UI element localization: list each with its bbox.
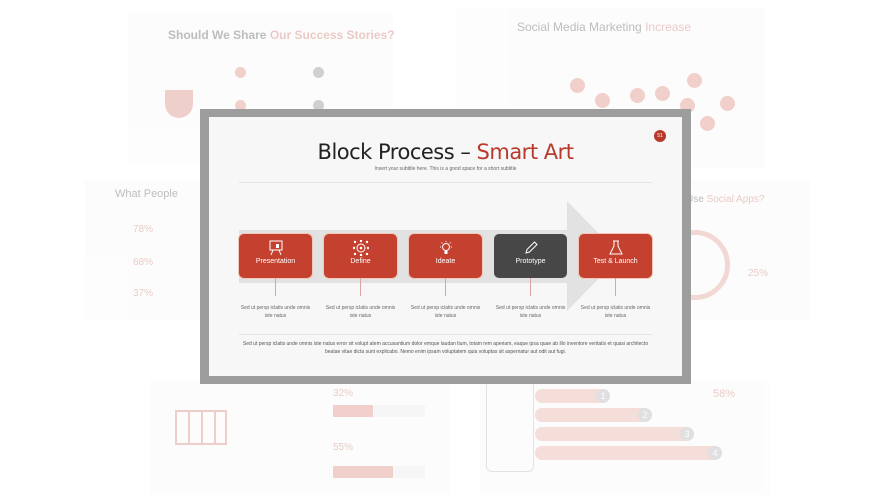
title-text: Block Process –	[317, 140, 471, 164]
network-target-icon	[352, 240, 369, 256]
slide-subtitle: Insert your subtitle here. This is a goo…	[374, 166, 517, 172]
step-ideate[interactable]: Ideate	[409, 234, 482, 278]
connector-line	[615, 278, 616, 296]
stat-people: 58%	[713, 388, 736, 400]
step-caption: Sed ut persp iclatis unde omnis iste nat…	[240, 305, 311, 319]
step-num: 3	[680, 427, 694, 441]
stat-apps: 25%	[748, 268, 769, 279]
step-caption: Sed ut persp iclatis unde omnis iste nat…	[495, 305, 566, 319]
stat-phone: 32%	[333, 388, 354, 399]
step-label: Ideate	[435, 258, 456, 265]
lightbulb-icon	[439, 241, 452, 254]
step-caption: Sed ut persp iclatis unde omnis iste nat…	[325, 305, 396, 319]
title-accent: Smart Art	[476, 140, 574, 164]
stat-facebook: 68%	[133, 257, 154, 268]
step-num: 1	[596, 389, 610, 403]
bg-apps-accent: Social Apps?	[706, 194, 765, 205]
flask-icon	[608, 240, 623, 255]
main-slide: 51 Block Process – Smart Art Insert your…	[209, 117, 682, 376]
bg-slide-what-people: What People 78% 68% 37%	[85, 180, 215, 320]
step-label: Define	[350, 258, 371, 265]
connector-line	[360, 278, 361, 296]
connector-line	[445, 278, 446, 296]
step-test-launch[interactable]: Test & Launch	[579, 234, 652, 278]
divider	[239, 334, 652, 335]
connector-line	[530, 278, 531, 296]
slide-number-badge: 51	[654, 130, 666, 142]
bg-slide-social-apps: Use Social Apps? 25%	[660, 180, 810, 320]
step-caption: Sed ut persp iclatis unde omnis iste nat…	[580, 305, 651, 319]
main-slide-frame[interactable]: 51 Block Process – Smart Art Insert your…	[200, 109, 691, 384]
trophy-icon	[165, 90, 193, 118]
divider	[239, 182, 652, 183]
bg-success-title: Should We Share	[168, 28, 267, 42]
step-presentation[interactable]: Presentation	[239, 234, 312, 278]
stat-tv: 55%	[333, 442, 354, 453]
slide-title: Block Process – Smart Art	[209, 140, 682, 164]
bg-social-title: Social Media Marketing	[517, 20, 642, 34]
pencil-icon	[524, 241, 538, 254]
connector-line	[275, 278, 276, 296]
bg-success-accent: Our Success Stories?	[269, 28, 395, 42]
step-label: Presentation	[255, 258, 296, 265]
bg-social-accent: Increase	[645, 20, 692, 34]
bg-slide-mobile: 1 2 3 4 58%	[480, 380, 770, 495]
bg-apps-title: Use	[686, 194, 704, 205]
stat-twitter: 78%	[133, 224, 154, 235]
step-label: Prototype	[515, 258, 546, 265]
step-num: 2	[638, 408, 652, 422]
step-caption: Sed ut persp iclatis unde omnis iste nat…	[410, 305, 481, 319]
bg-slide-shopping: 32% 55%	[150, 380, 450, 495]
body-paragraph: Sed ut persp iclatis unde omnis iste nat…	[242, 341, 649, 355]
step-num: 4	[708, 446, 722, 460]
presentation-board-icon	[269, 240, 282, 256]
shopping-cart-icon	[175, 410, 227, 445]
step-label: Test & Launch	[593, 258, 638, 265]
stat-googleplus: 37%	[133, 288, 154, 299]
step-prototype[interactable]: Prototype	[494, 234, 567, 278]
step-define[interactable]: Define	[324, 234, 397, 278]
bg-people-title: What People	[115, 188, 178, 200]
